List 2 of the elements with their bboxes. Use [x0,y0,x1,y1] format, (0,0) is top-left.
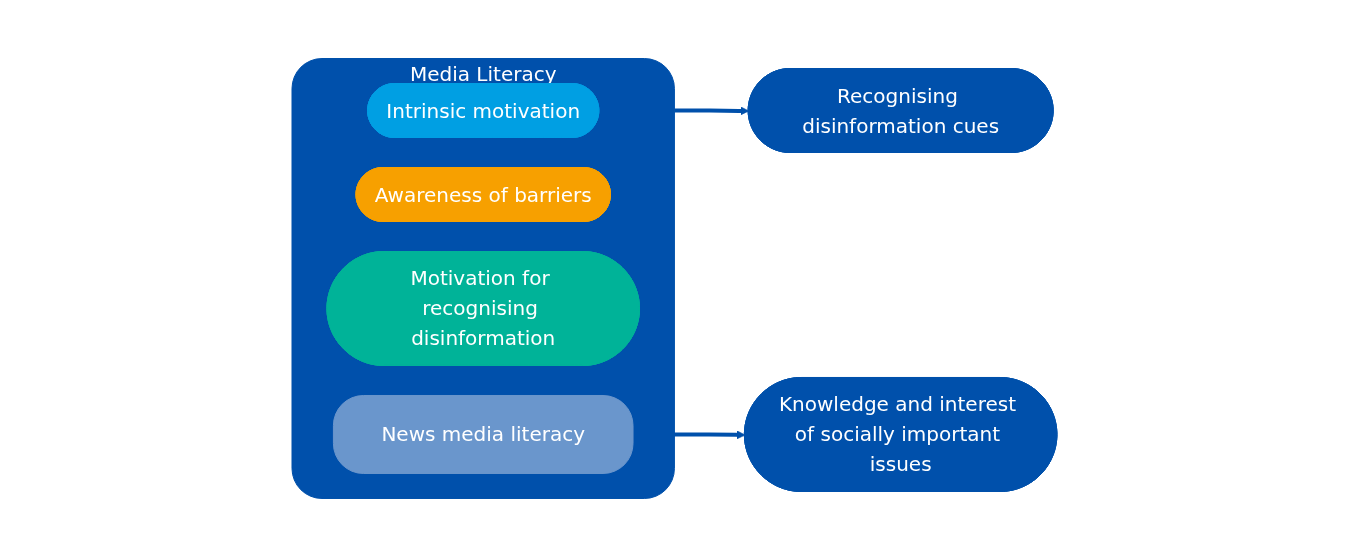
arrow [674,106,749,116]
node-box: News media literacy [332,395,634,474]
